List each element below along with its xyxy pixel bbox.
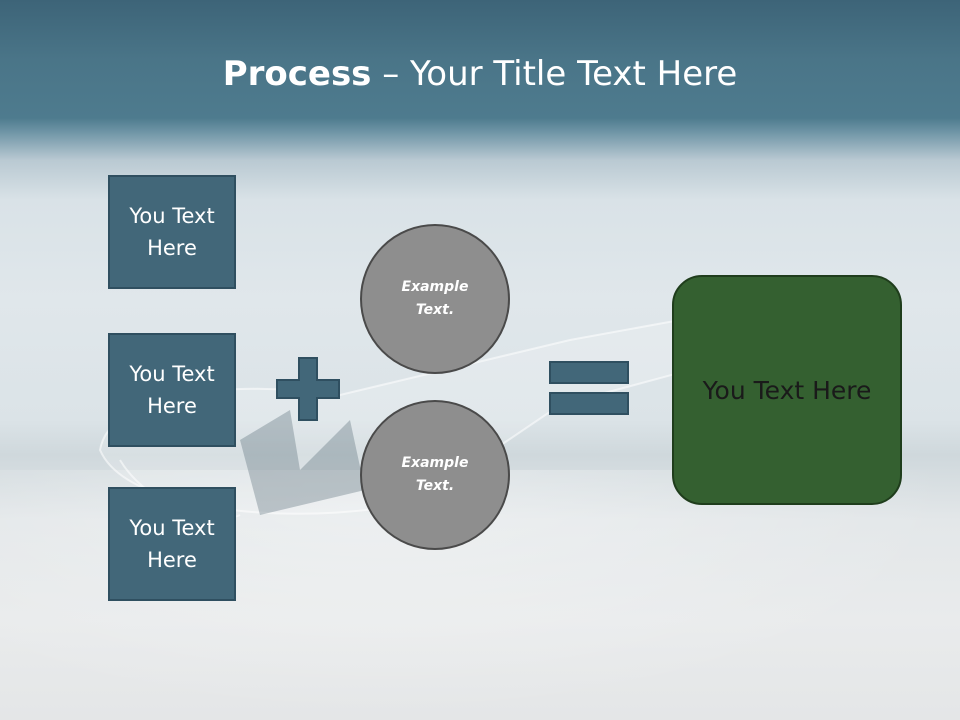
text-box-1[interactable]: You Text Here <box>108 175 236 289</box>
example-circle-1[interactable]: Example Text. <box>360 224 510 374</box>
title-bold-part: Process <box>222 54 372 94</box>
plus-icon <box>276 357 340 421</box>
example-circle-2[interactable]: Example Text. <box>360 400 510 550</box>
title-rest-part: – Your Title Text Here <box>371 54 738 94</box>
result-box[interactable]: You Text Here <box>672 275 902 505</box>
slide-title: Process – Your Title Text Here <box>0 52 960 96</box>
circle-label: Example Text. <box>401 455 469 494</box>
result-label: You Text Here <box>702 375 872 405</box>
text-box-label: You Text Here <box>129 362 215 418</box>
text-box-label: You Text Here <box>129 204 215 260</box>
equals-icon <box>549 361 629 415</box>
text-box-label: You Text Here <box>129 516 215 572</box>
text-box-2[interactable]: You Text Here <box>108 333 236 447</box>
text-box-3[interactable]: You Text Here <box>108 487 236 601</box>
circle-label: Example Text. <box>401 279 469 318</box>
